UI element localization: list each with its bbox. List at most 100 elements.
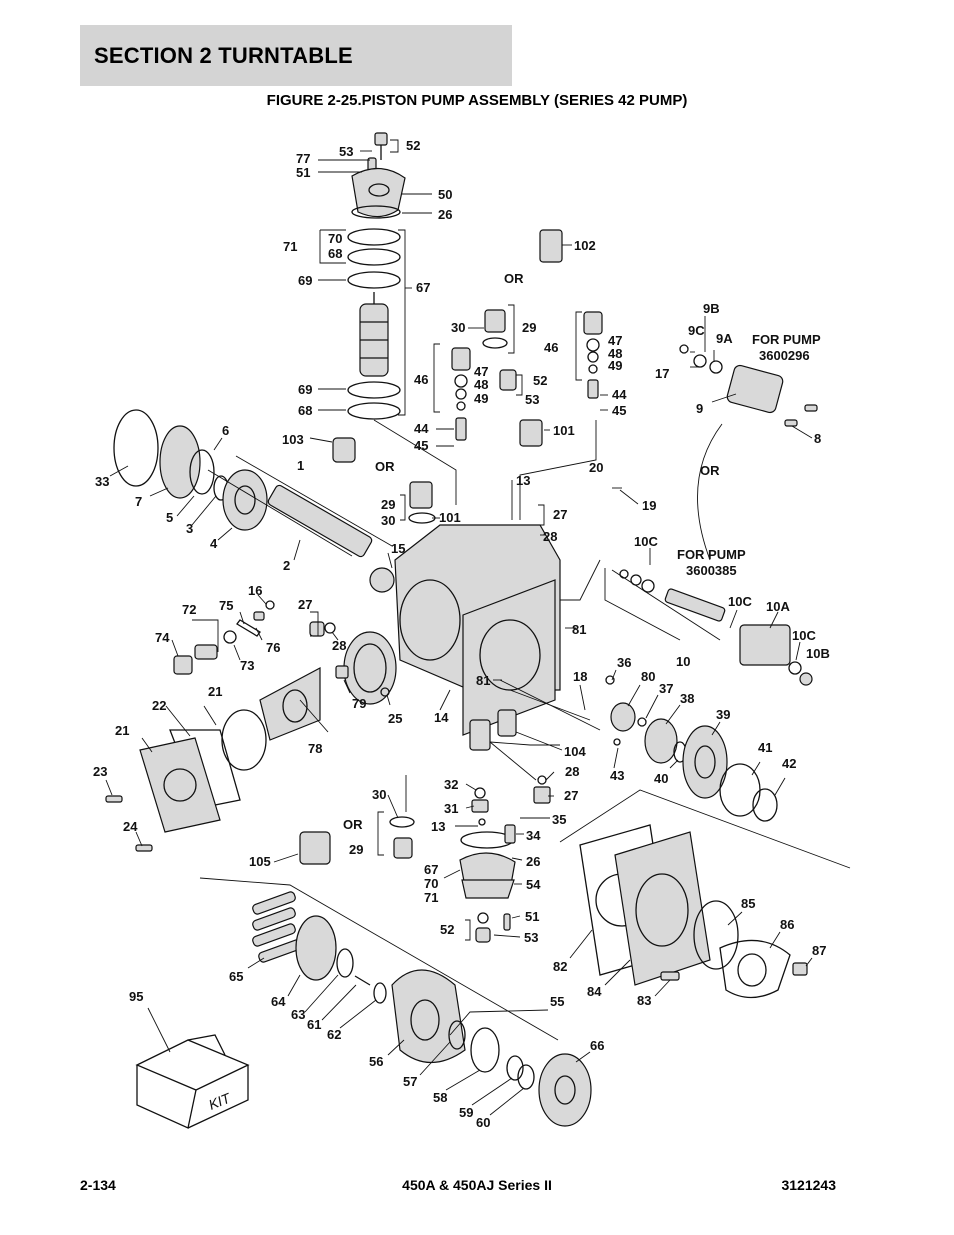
callout-29c: 29	[349, 842, 363, 857]
callout-101b: 101	[439, 510, 461, 525]
callout-25: 25	[388, 711, 402, 726]
callout-87: 87	[812, 943, 826, 958]
callout-83: 83	[637, 993, 651, 1008]
callout-45b: 45	[414, 438, 428, 453]
callout-26: 26	[438, 207, 452, 222]
callout-56: 56	[369, 1054, 383, 1069]
callout-40: 40	[654, 771, 668, 786]
callout-9b: 9B	[703, 301, 720, 316]
figure-title: FIGURE 2-25.PISTON PUMP ASSEMBLY (SERIES…	[266, 92, 688, 109]
callout-61: 61	[307, 1017, 321, 1032]
callout-68: 68	[328, 246, 342, 261]
callout-37: 37	[659, 681, 673, 696]
callout-55: 55	[550, 994, 564, 1009]
callout-8: 8	[814, 431, 821, 446]
callout-102: 102	[574, 238, 596, 253]
model-name: 450A & 450AJ Series II	[402, 1177, 552, 1193]
callout-3: 3	[186, 521, 193, 536]
callout-47b: 47	[474, 364, 488, 379]
callout-17: 17	[655, 366, 669, 381]
callout-labels: 52 53 77 51 50 26 70 68 71 69 67 69 68 1…	[93, 138, 830, 1130]
callout-66: 66	[590, 1038, 604, 1053]
callout-47: 47	[608, 333, 622, 348]
callout-36: 36	[617, 655, 631, 670]
callout-30: 30	[451, 320, 465, 335]
callout-76: 76	[266, 640, 280, 655]
callout-44b: 44	[414, 421, 429, 436]
callout-46b: 46	[414, 372, 428, 387]
callout-58: 58	[433, 1090, 447, 1105]
callout-28c: 28	[565, 764, 579, 779]
callout-78: 78	[308, 741, 322, 756]
callout-59: 59	[459, 1105, 473, 1120]
callout-79: 79	[352, 696, 366, 711]
callout-95: 95	[129, 989, 143, 1004]
callout-5: 5	[166, 510, 173, 525]
callout-29b: 29	[381, 497, 395, 512]
callout-69: 69	[298, 273, 312, 288]
callout-10a: 10A	[766, 599, 790, 614]
callout-82: 82	[553, 959, 567, 974]
callout-16: 16	[248, 583, 262, 598]
callout-1: 1	[297, 458, 304, 473]
callout-68b: 68	[298, 403, 312, 418]
callout-9c: 9C	[688, 323, 705, 338]
leader-lines	[105, 139, 851, 1116]
callout-64: 64	[271, 994, 286, 1009]
note-pump-b-line1: FOR PUMP	[677, 547, 746, 562]
callout-41: 41	[758, 740, 772, 755]
callout-38: 38	[680, 691, 694, 706]
callout-18: 18	[573, 669, 587, 684]
callout-35: 35	[552, 812, 566, 827]
callout-69b: 69	[298, 382, 312, 397]
callout-51b: 51	[525, 909, 539, 924]
callout-42: 42	[782, 756, 796, 771]
callout-53: 53	[339, 144, 353, 159]
callout-10c-c: 10C	[792, 628, 816, 643]
callout-46: 46	[544, 340, 558, 355]
callout-14: 14	[434, 710, 449, 725]
callout-86: 86	[780, 917, 794, 932]
callout-28b: 28	[332, 638, 346, 653]
callout-9a: 9A	[716, 331, 733, 346]
callout-22: 22	[152, 698, 166, 713]
callout-67: 67	[416, 280, 430, 295]
callout-53b: 53	[525, 392, 539, 407]
callout-105: 105	[249, 854, 271, 869]
callout-30c: 30	[372, 787, 386, 802]
callout-20: 20	[589, 460, 603, 475]
callout-71b: 71	[424, 890, 438, 905]
page-number: 2-134	[80, 1177, 116, 1193]
callout-70b: 70	[424, 876, 438, 891]
note-pump-a-line2: 3600296	[759, 348, 810, 363]
callout-52c: 52	[440, 922, 454, 937]
callout-10c-b: 10C	[728, 594, 752, 609]
callout-6: 6	[222, 423, 229, 438]
callout-27: 27	[553, 507, 567, 522]
callout-27c: 27	[564, 788, 578, 803]
callout-27b: 27	[298, 597, 312, 612]
callout-21b: 21	[115, 723, 129, 738]
callout-26b: 26	[526, 854, 540, 869]
callout-34: 34	[526, 828, 541, 843]
callout-75: 75	[219, 598, 233, 613]
callout-33: 33	[95, 474, 109, 489]
callout-9: 9	[696, 401, 703, 416]
callout-80: 80	[641, 669, 655, 684]
callout-81: 81	[572, 622, 586, 637]
callout-103: 103	[282, 432, 304, 447]
callout-10c: 10C	[634, 534, 658, 549]
callout-65: 65	[229, 969, 243, 984]
parts-artwork	[105, 132, 818, 1129]
kit-label: KIT	[206, 1089, 234, 1113]
or-label-4: OR	[343, 817, 363, 832]
callout-28: 28	[543, 529, 557, 544]
callout-13: 13	[516, 473, 530, 488]
callout-49: 49	[608, 358, 622, 373]
callout-84: 84	[587, 984, 602, 999]
callout-23: 23	[93, 764, 107, 779]
callout-19: 19	[642, 498, 656, 513]
callout-81b: 81	[476, 673, 490, 688]
callout-32: 32	[444, 777, 458, 792]
callout-67b: 67	[424, 862, 438, 877]
